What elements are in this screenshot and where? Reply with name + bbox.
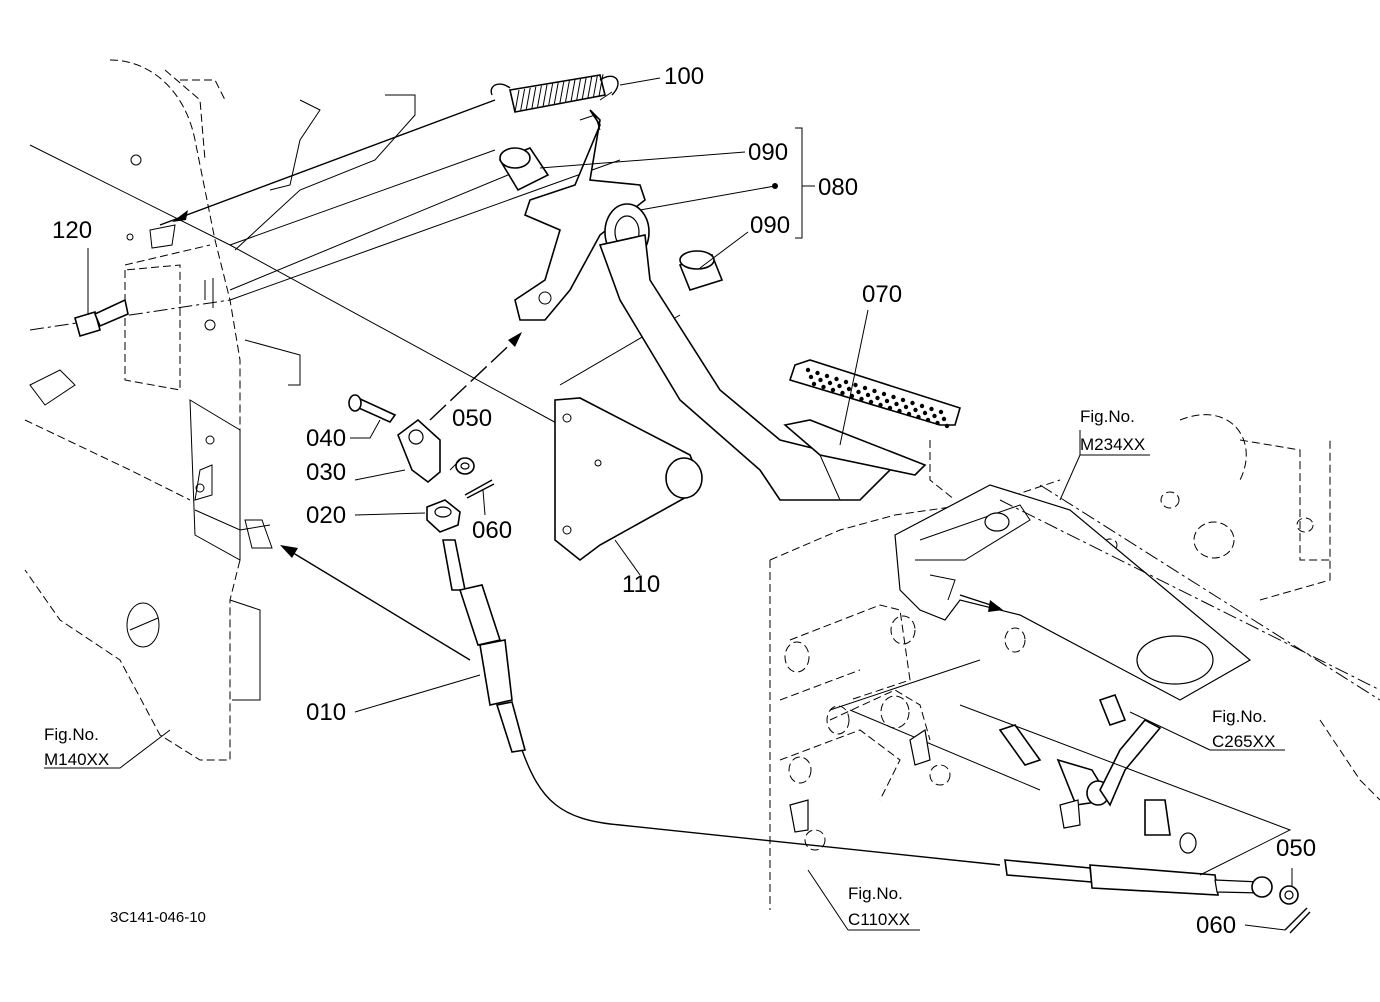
- fig-ref-m234-caption: Fig.No.: [1080, 407, 1135, 426]
- bushing-090-lower: [678, 250, 724, 291]
- label-090-lower: 090: [750, 212, 790, 239]
- label-110: 110: [622, 571, 660, 598]
- label-050-lower: 050: [1276, 835, 1316, 862]
- frame-rail: [894, 484, 1380, 701]
- fig-ref-c265-code: C265XX: [1212, 732, 1275, 751]
- part-number-labels: 100 090 080 090 120 070 040 050 030 020 …: [52, 63, 1316, 939]
- bushing-090-upper: [498, 147, 550, 192]
- fig-ref-c110-caption: Fig.No.: [848, 884, 903, 903]
- cotter-pin-060-lower: [1284, 907, 1311, 934]
- document-code: 3C141-046-10: [110, 909, 206, 926]
- label-050-upper: 050: [452, 405, 492, 432]
- fig-ref-m140-code: M140XX: [44, 750, 109, 769]
- assembly-arrows: [172, 210, 522, 661]
- fig-ref-c265-caption: Fig.No.: [1212, 707, 1267, 726]
- fig-ref-m140-caption: Fig.No.: [44, 725, 99, 744]
- label-060-upper: 060: [472, 517, 512, 544]
- bolt-120: [74, 298, 129, 338]
- fig-ref-m234-code: M234XX: [1080, 435, 1145, 454]
- leader-lines: [44, 77, 1293, 931]
- brake-cable-010: [442, 539, 1273, 898]
- clevis-pin-040: [348, 394, 397, 423]
- label-060-lower: 060: [1196, 912, 1236, 939]
- label-030: 030: [306, 459, 346, 486]
- transmission-housing: [769, 414, 1380, 910]
- label-100: 100: [664, 63, 704, 90]
- brake-linkage: [789, 659, 1292, 876]
- washer-050-upper: [455, 457, 475, 475]
- return-spring-100: [159, 74, 619, 226]
- cotter-pin-060-upper: [464, 479, 495, 499]
- label-080: 080: [818, 174, 858, 201]
- label-120: 120: [52, 217, 92, 244]
- brake-pedal-arm-080: [514, 109, 891, 501]
- label-020: 020: [306, 502, 346, 529]
- pedal-pad-070: [783, 359, 961, 501]
- label-090-upper: 090: [748, 139, 788, 166]
- clevis-030: [397, 418, 441, 484]
- fig-ref-c110-code: C110XX: [848, 910, 910, 929]
- nut-020: [426, 499, 461, 533]
- label-070: 070: [862, 281, 902, 308]
- pedal-bracket-110: [554, 397, 703, 562]
- figure-references: Fig.No. M234XX Fig.No. M140XX Fig.No. C2…: [44, 407, 1275, 929]
- label-010: 010: [306, 699, 346, 726]
- label-040: 040: [306, 425, 346, 452]
- washer-050-lower: [1279, 885, 1299, 905]
